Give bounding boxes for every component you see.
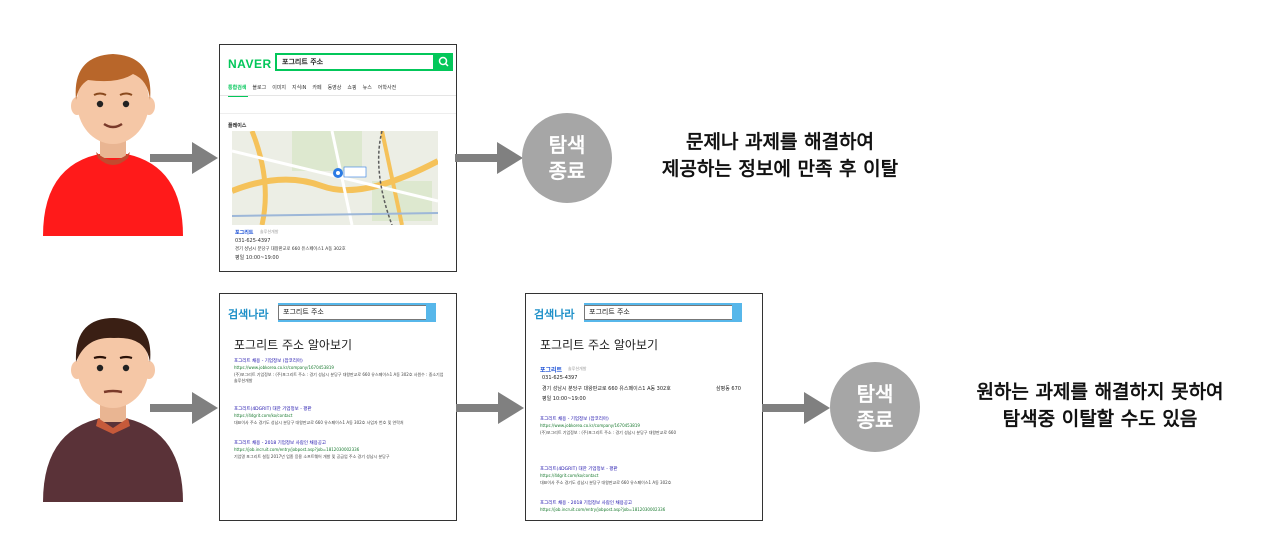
tab-shopping[interactable]: 쇼핑 <box>347 85 357 91</box>
exploration-end-circle: 탐색 종료 <box>522 113 612 203</box>
place-category: 솔루션개발 <box>568 366 587 371</box>
exploration-end-circle: 탐색 종료 <box>830 362 920 452</box>
place-address: 경기 성남시 분당구 대왕판교로 660 유스페이스1 A동 302호 <box>235 247 346 252</box>
result-description: (주)포그리트 기업정보 : (주)포그리트 주소 : 경기 성남시 분당구 대… <box>540 430 677 435</box>
tab-dictionary[interactable]: 어학사전 <box>377 85 397 91</box>
tab-video[interactable]: 동영상 <box>327 85 342 91</box>
result-title[interactable]: 포그리트 채용 - 기업정보 (잡코리아) <box>234 359 303 364</box>
results-heading: 포그리트 주소 알아보기 <box>234 338 353 352</box>
end-label-line2: 종료 <box>856 408 894 432</box>
result-title[interactable]: 포그리트(4DGRIT) 대한 기업정보 - 평판 <box>234 407 312 412</box>
place-address: 경기 성남시 분당구 대왕판교로 660 유스페이스1 A동 302호 <box>542 386 671 392</box>
results-heading: 포그리트 주소 알아보기 <box>540 338 659 352</box>
place-name[interactable]: 포그리트 <box>540 367 563 374</box>
search-button[interactable] <box>435 53 453 71</box>
naver-tab-bar: 통합검색 블로그 이미지 지식iN 카페 동영상 쇼핑 뉴스 어학사전 <box>228 84 396 91</box>
person-satisfied-icon <box>43 54 183 236</box>
search-input[interactable]: 포그리트 주소 <box>278 305 426 320</box>
place-category: 솔루션개발 <box>260 229 279 234</box>
search-input[interactable]: 포그리트 주소 <box>584 305 732 320</box>
place-station: 삼평동 670 <box>716 386 741 392</box>
result-url[interactable]: https://www.jobkorea.co.kr/company/16704… <box>234 365 334 370</box>
search-nara-results-screenshot: 검색나라 포그리트 주소 포그리트 주소 알아보기 포그리트 채용 - 기업정보… <box>219 293 457 521</box>
result-title[interactable]: 포그리트 채용 - 2018 기업정보 사람인 채용공고 <box>540 501 633 506</box>
end-label-line1: 탐색 <box>856 382 894 406</box>
tab-news[interactable]: 뉴스 <box>362 85 372 91</box>
search-nara-logo: 검색나라 <box>534 308 575 321</box>
tab-kin[interactable]: 지식iN <box>292 85 307 91</box>
tab-cafe[interactable]: 카페 <box>312 85 322 91</box>
result-url[interactable]: https://www.jobkorea.co.kr/company/16704… <box>540 423 640 428</box>
person-unsatisfied-icon <box>43 318 183 502</box>
caption-unsatisfied: 원하는 과제를 해결하지 못하여 탐색중 이탈할 수도 있음 <box>950 379 1250 433</box>
result-url[interactable]: https://job.incruit.com/entry/jobpost.as… <box>540 507 666 512</box>
end-label-line1: 탐색 <box>548 133 586 157</box>
place-section-title: 플레이스 <box>228 123 247 129</box>
caption-unsatisfied-line2: 탐색중 이탈할 수도 있음 <box>1002 408 1198 430</box>
result-title[interactable]: 포그리트 채용 - 기업정보 (잡코리아) <box>540 417 609 422</box>
result-url[interactable]: https://4dgrit.com/ko/contact <box>234 413 293 418</box>
flow-arrow <box>150 392 218 424</box>
place-hours: 평일 10:00~19:00 <box>235 255 279 261</box>
flow-arrow <box>150 142 218 174</box>
flow-arrow <box>455 142 523 174</box>
result-title[interactable]: 포그리트 채용 - 2018 기업정보 사람인 채용공고 <box>234 441 327 446</box>
naver-search-input[interactable]: 포그리트 주소 <box>275 53 435 71</box>
tab-integrated[interactable]: 통합검색 <box>228 85 247 91</box>
caption-satisfied: 문제나 과제를 해결하여 제공하는 정보에 만족 후 이탈 <box>640 129 920 183</box>
tab-blog[interactable]: 블로그 <box>252 85 267 91</box>
flow-arrow <box>456 392 524 424</box>
map-view[interactable] <box>232 131 438 225</box>
tab-image[interactable]: 이미지 <box>272 85 287 91</box>
result-description: 기업명 포그리트 설립 2017년 업종 응용 소프트웨어 개발 및 공급업 주… <box>234 454 390 459</box>
caption-unsatisfied-line1: 원하는 과제를 해결하지 못하여 <box>976 381 1224 403</box>
place-phone: 031-625-4397 <box>542 375 578 381</box>
caption-satisfied-line2: 제공하는 정보에 만족 후 이탈 <box>661 158 899 180</box>
result-url[interactable]: https://job.incruit.com/entry/jobpost.as… <box>234 447 360 452</box>
result-title[interactable]: 포그리트(4DGRIT) 대한 기업정보 - 평판 <box>540 467 618 472</box>
result-description: 대표이사 주소 경기도 성남시 분당구 대왕판교로 660 유스페이스1 A동 … <box>234 420 404 425</box>
result-description: (주)포그리트 기업정보 : (주)포그리트 주소 : 경기 성남시 분당구 대… <box>234 372 444 383</box>
place-phone: 031-625-4397 <box>235 238 271 244</box>
search-icon <box>438 56 449 67</box>
naver-search-screenshot: NAVER 포그리트 주소 통합검색 블로그 이미지 지식iN 카페 동영상 쇼… <box>219 44 457 272</box>
search-nara-logo: 검색나라 <box>228 308 269 321</box>
end-label-line2: 종료 <box>548 159 586 183</box>
flow-arrow <box>762 392 830 424</box>
caption-satisfied-line1: 문제나 과제를 해결하여 <box>685 131 875 153</box>
place-hours: 평일 10:00~19:00 <box>542 396 586 402</box>
result-description: 대표이사 주소 경기도 성남시 분당구 대왕판교로 660 유스페이스1 A동 … <box>540 480 672 485</box>
naver-logo: NAVER <box>228 57 272 71</box>
place-name[interactable]: 포그리트 <box>235 230 254 236</box>
result-url[interactable]: https://4dgrit.com/ko/contact <box>540 473 599 478</box>
search-nara-place-screenshot: 검색나라 포그리트 주소 포그리트 주소 알아보기 포그리트 솔루션개발 031… <box>525 293 763 521</box>
